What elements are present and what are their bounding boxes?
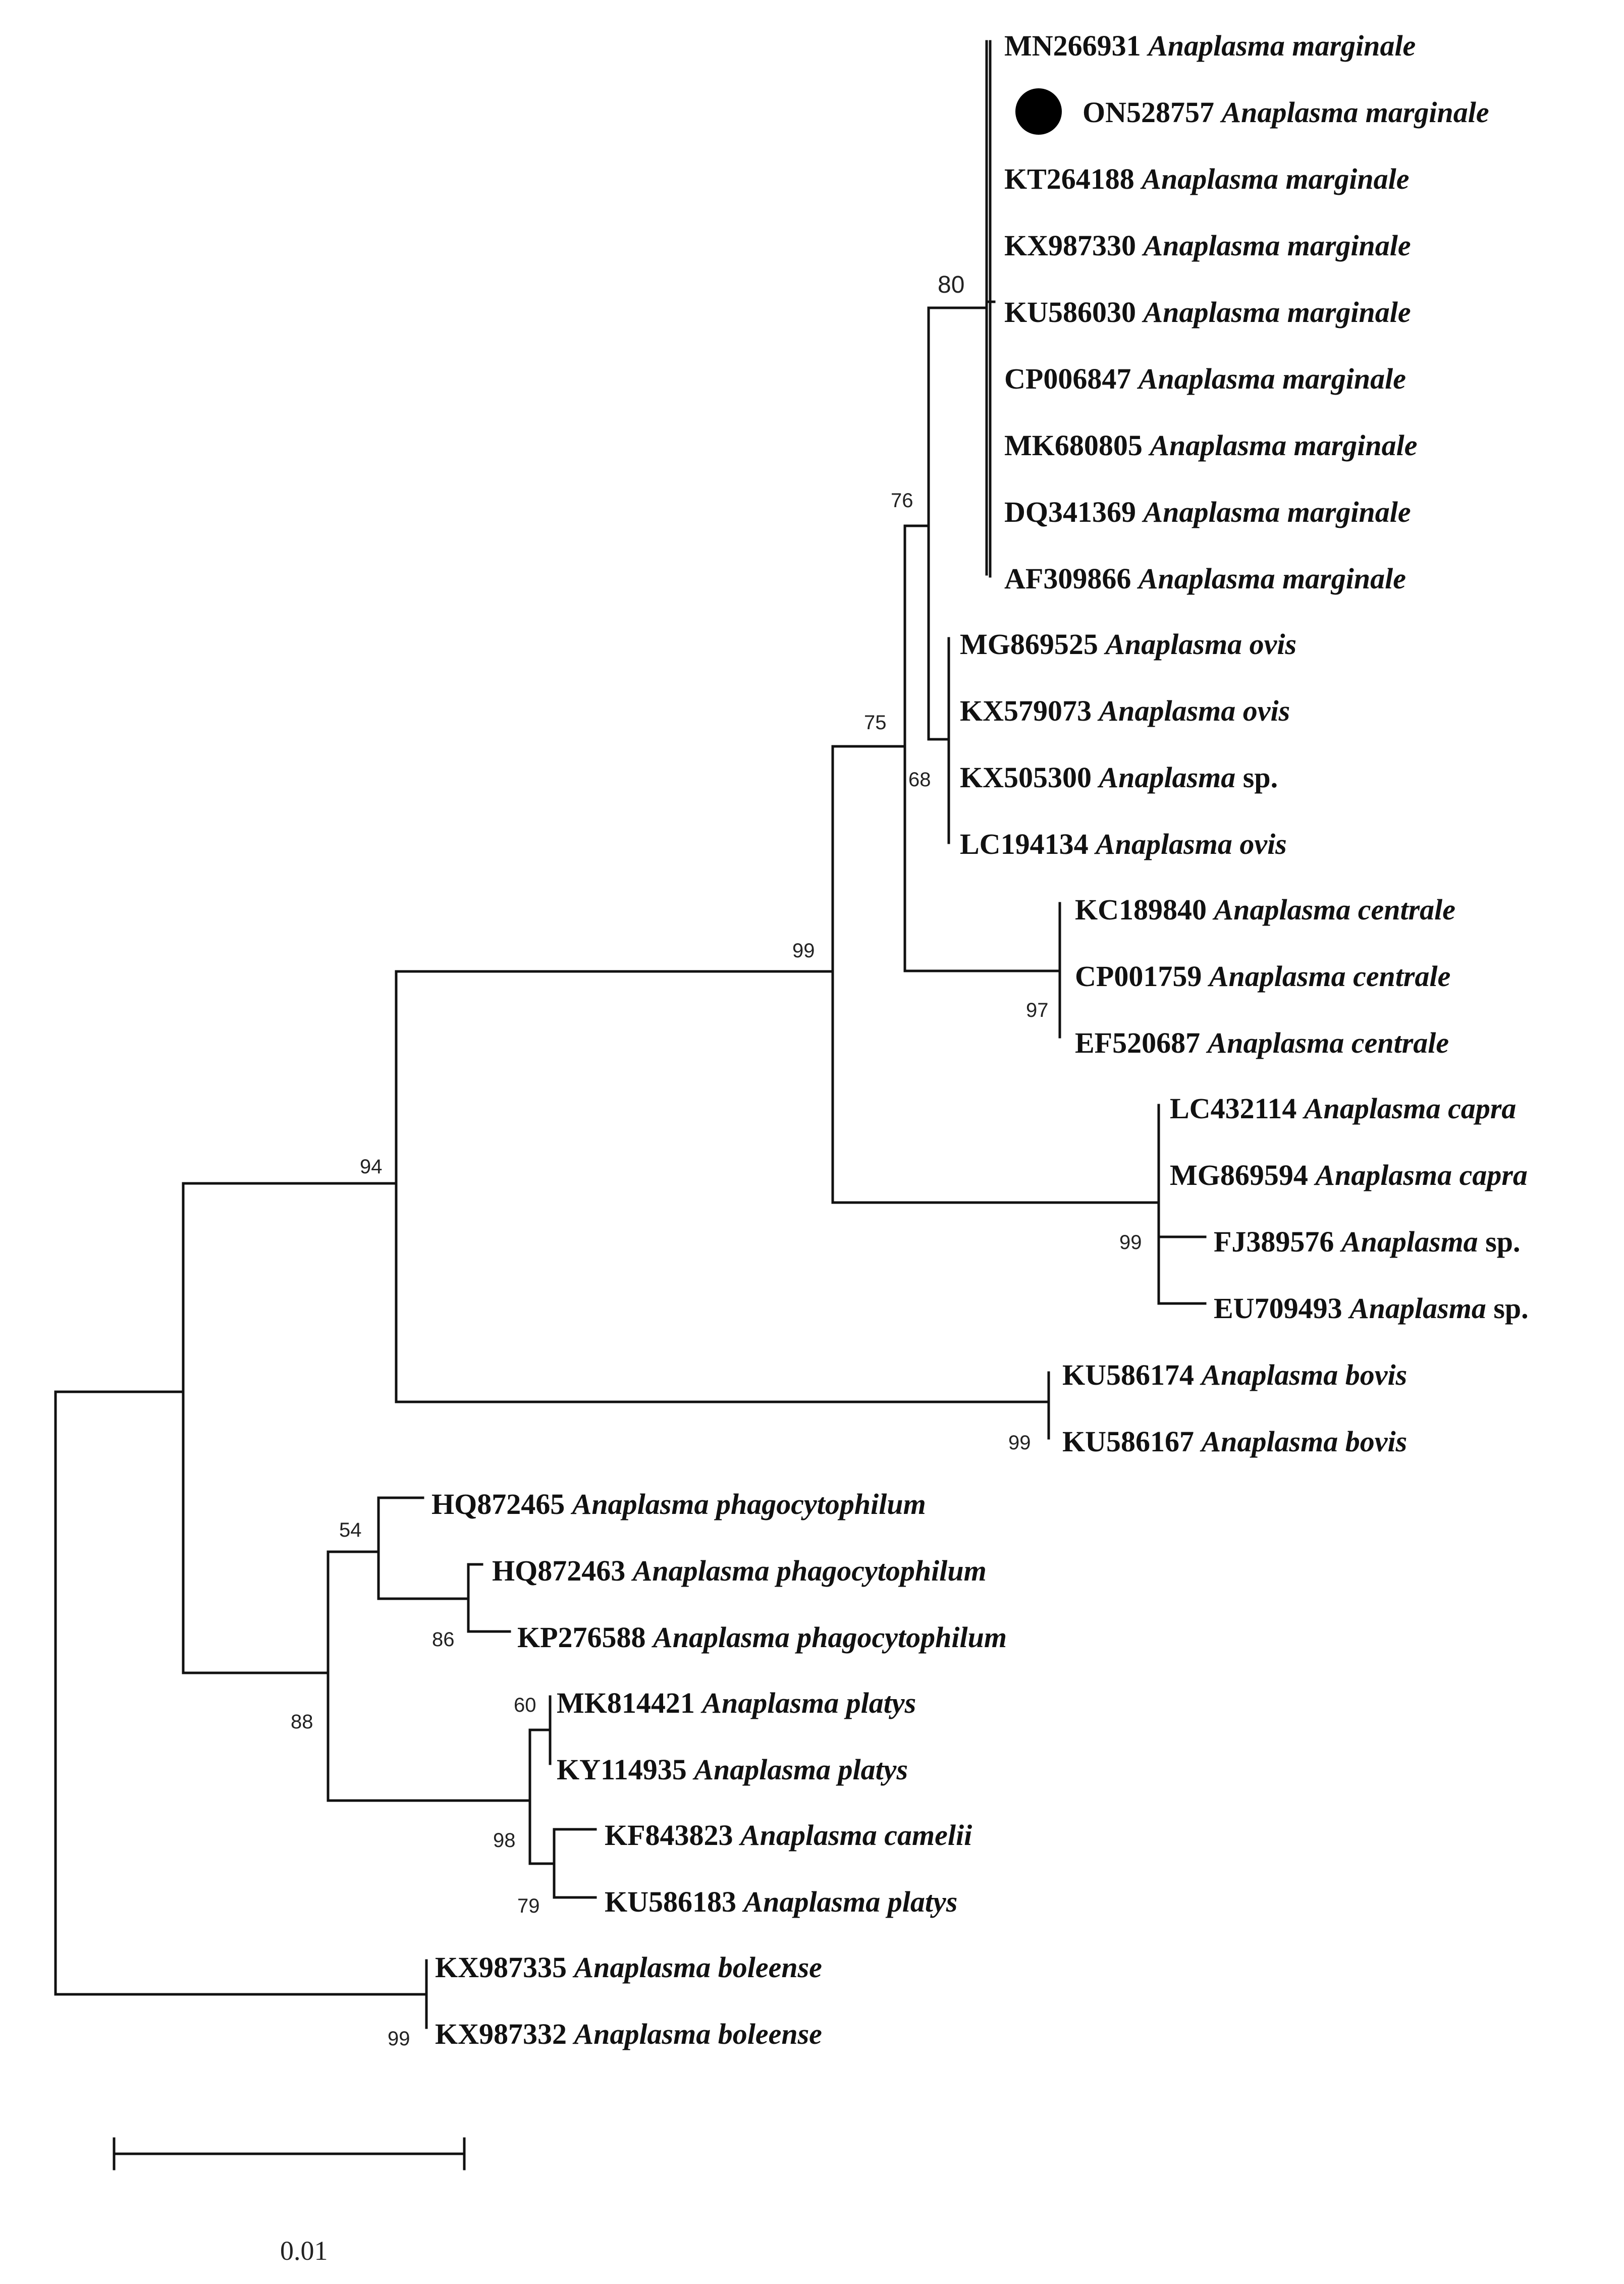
- taxon-label: KX579073 Anaplasma ovis: [960, 694, 1290, 727]
- taxon-label: KX987330 Anaplasma marginale: [1004, 229, 1411, 262]
- bootstrap-value: 79: [517, 1895, 540, 1917]
- taxon-label: KC189840 Anaplasma centrale: [1075, 893, 1455, 926]
- taxon-label: LC194134 Anaplasma ovis: [960, 828, 1287, 860]
- taxon-label: MN266931 Anaplasma marginale: [1004, 29, 1416, 62]
- taxon-label: KU586183 Anaplasma platys: [605, 1885, 957, 1918]
- taxon-label: KY114935 Anaplasma platys: [557, 1753, 908, 1786]
- bootstrap-value: 97: [1026, 999, 1049, 1021]
- taxon-label: MG869594 Anaplasma capra: [1170, 1159, 1528, 1191]
- bootstrap-value: 60: [514, 1694, 536, 1716]
- taxon-label: MK814421 Anaplasma platys: [557, 1687, 916, 1719]
- taxon-label: CP001759 Anaplasma centrale: [1075, 960, 1450, 993]
- scale-bar-label: 0.01: [280, 2236, 328, 2266]
- taxon-label: KX987335 Anaplasma boleense: [435, 1951, 822, 1984]
- bootstrap-value: 75: [864, 712, 887, 734]
- scale-bar: 0.01: [113, 2137, 466, 2266]
- taxon-label: EF520687 Anaplasma centrale: [1075, 1026, 1449, 1059]
- taxon-label: HQ872465 Anaplasma phagocytophilum: [431, 1488, 926, 1520]
- taxon-label: MG869525 Anaplasma ovis: [960, 628, 1296, 661]
- bootstrap-value: 99: [1008, 1432, 1031, 1454]
- taxon-labels: MN266931 Anaplasma marginale ON528757 An…: [431, 29, 1529, 2050]
- taxon-label: KU586174 Anaplasma bovis: [1062, 1358, 1407, 1391]
- bootstrap-value: 80: [938, 271, 964, 298]
- taxon-label: CP006847 Anaplasma marginale: [1004, 362, 1406, 395]
- bootstrap-value: 88: [291, 1711, 313, 1733]
- taxon-label: KX505300 Anaplasma sp.: [960, 761, 1278, 794]
- taxon-label: ON528757 Anaplasma marginale: [1082, 96, 1489, 129]
- taxon-label: DQ341369 Anaplasma marginale: [1004, 496, 1411, 528]
- taxon-label: HQ872463 Anaplasma phagocytophilum: [492, 1554, 987, 1587]
- taxon-label: FJ389576 Anaplasma sp.: [1214, 1225, 1521, 1258]
- taxon-label: AF309866 Anaplasma marginale: [1004, 562, 1406, 595]
- bootstrap-value: 68: [908, 769, 931, 791]
- bootstrap-value: 94: [360, 1156, 383, 1178]
- taxon-label: EU709493 Anaplasma sp.: [1214, 1292, 1529, 1325]
- taxon-label: KU586167 Anaplasma bovis: [1062, 1425, 1407, 1458]
- bootstrap-value: 99: [388, 2028, 410, 2050]
- taxon-label: KF843823 Anaplasma camelii: [605, 1819, 972, 1852]
- bootstrap-value: 99: [1119, 1231, 1142, 1254]
- bootstrap-value: 98: [493, 1829, 516, 1852]
- taxon-label: MK680805 Anaplasma marginale: [1004, 429, 1418, 462]
- bootstrap-value: 99: [792, 940, 815, 962]
- bootstrap-values: 80 76 68 75 97 99 99 94 99 54 86 60 98 7…: [291, 271, 1142, 2050]
- filled-circle-icon: [1015, 88, 1062, 135]
- taxon-label: KU586030 Anaplasma marginale: [1004, 296, 1411, 329]
- taxon-label: KP276588 Anaplasma phagocytophilum: [517, 1621, 1007, 1654]
- bootstrap-value: 54: [339, 1519, 362, 1541]
- bootstrap-value: 76: [891, 490, 913, 512]
- tree-branches: [54, 40, 1207, 2029]
- taxon-label: KX987332 Anaplasma boleense: [435, 2018, 822, 2050]
- bootstrap-value: 86: [432, 1628, 455, 1651]
- taxon-label: KT264188 Anaplasma marginale: [1004, 162, 1409, 195]
- taxon-label: LC432114 Anaplasma capra: [1170, 1092, 1516, 1125]
